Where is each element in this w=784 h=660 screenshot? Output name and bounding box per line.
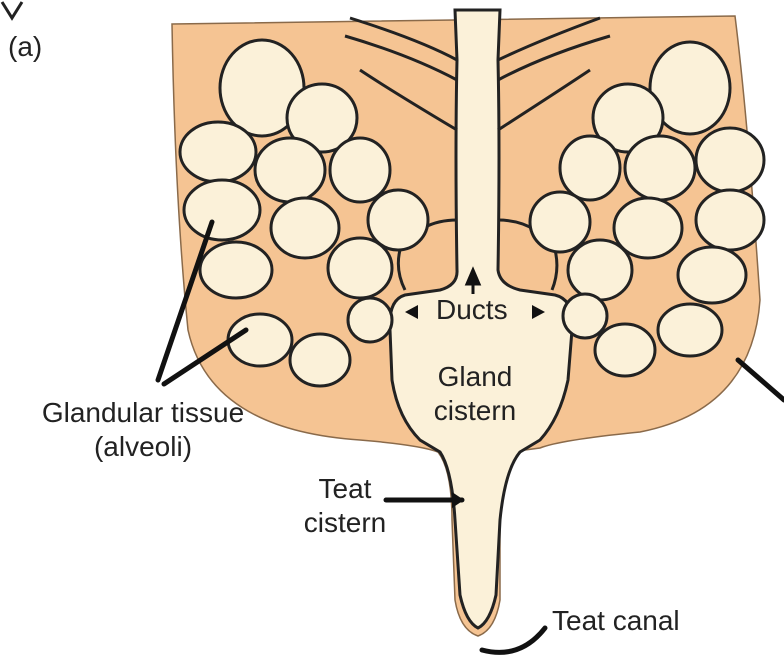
glandular-tissue-line2: (alveoli) bbox=[8, 430, 278, 464]
gland-cistern-label: Gland cistern bbox=[410, 360, 540, 428]
ducts-label: Ducts bbox=[436, 293, 508, 327]
teat-canal-pointer bbox=[482, 628, 545, 652]
gland-cistern-line2: cistern bbox=[410, 394, 540, 428]
teat-cistern-line1: Teat bbox=[290, 472, 400, 506]
panel-label: (a) bbox=[8, 30, 42, 64]
teat-canal-label: Teat canal bbox=[552, 604, 680, 638]
glandular-tissue-label: Glandular tissue (alveoli) bbox=[8, 396, 278, 464]
teat-cistern-label: Teat cistern bbox=[290, 472, 400, 540]
teat-cistern-line2: cistern bbox=[290, 506, 400, 540]
corner-arrow-icon bbox=[2, 2, 22, 18]
gland-cistern-line1: Gland bbox=[410, 360, 540, 394]
glandular-tissue-line1: Glandular tissue bbox=[8, 396, 278, 430]
